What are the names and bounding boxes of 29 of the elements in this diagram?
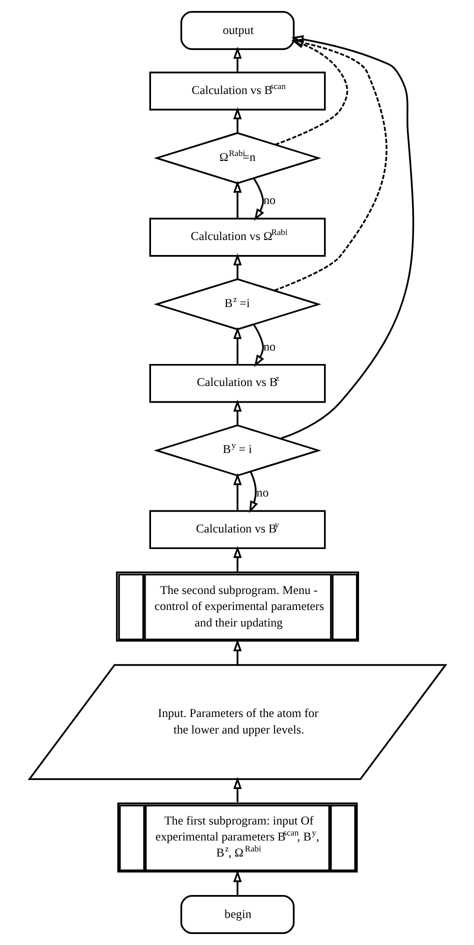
node-box: Calculation vs B$^{y}$ — [148, 510, 326, 550]
arrow — [232, 776, 242, 802]
arrow — [232, 326, 242, 365]
arrow — [232, 639, 242, 665]
arrow — [252, 324, 264, 367]
arrow — [274, 40, 348, 146]
arrow — [252, 178, 264, 221]
arrow — [232, 546, 242, 572]
arrow — [232, 107, 242, 133]
arrow — [232, 399, 242, 426]
node-diamond: B$^{z}$ =i — [153, 278, 321, 330]
arrow — [232, 180, 242, 218]
edge-label: no — [262, 193, 276, 208]
node-diamond: Ω$^{Rabi}$=n — [153, 132, 321, 184]
node-box: Calculation vs Ω$^{Rabi}$ — [148, 218, 326, 257]
arrow — [232, 473, 242, 511]
edge-label: no — [262, 339, 276, 354]
edge-label: no — [256, 485, 268, 500]
arrow — [280, 35, 414, 440]
node-box: begin — [180, 895, 294, 934]
arrow — [232, 870, 242, 896]
arrow — [232, 253, 242, 280]
node-diamond: B$^{y}$ = i — [153, 424, 321, 476]
arrow — [248, 471, 258, 514]
arrow — [232, 46, 242, 72]
node-box: Calculation vs B$^{z}$ — [148, 364, 326, 403]
node-box: output — [180, 11, 294, 50]
node-box: Calculation vs B$^{scan}$ — [148, 72, 326, 111]
arrow — [274, 38, 387, 292]
